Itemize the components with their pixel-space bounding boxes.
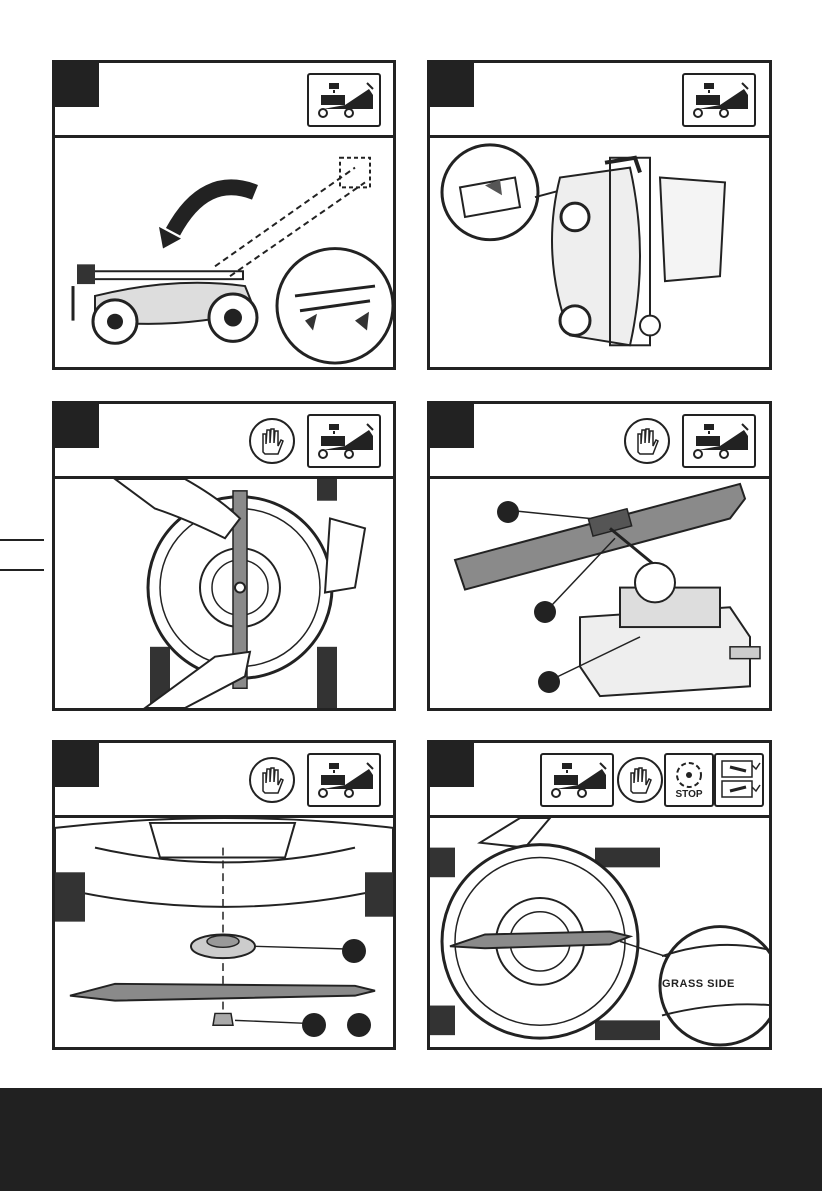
mower-unplug-icon [682,73,756,127]
gloves-icon [624,418,670,464]
callout-dot-2 [534,601,556,623]
callout-dot-2 [302,1013,326,1037]
step-number-box [55,743,99,787]
step-panel-6: STOP GRA [427,740,772,1050]
fold-handle-illustration [55,138,393,367]
stop-label: STOP [666,789,712,800]
blade-removal-illustration [55,479,393,708]
step-number-box [430,63,474,107]
mower-unplug-icon [307,73,381,127]
page-index-line-bottom [0,569,44,571]
step-number-box [430,743,474,787]
blade-balance-illustration [430,479,769,708]
callout-dot-1 [497,501,519,523]
blade-orientation-illustration: GRASS SIDE [430,818,769,1047]
blade-stop-icon: STOP [664,753,714,807]
step-header: STOP [430,743,769,818]
step-header [55,63,393,138]
step-panel-2 [427,60,772,370]
gloves-icon [249,418,295,464]
step-header [430,63,769,138]
step-panel-5 [52,740,396,1050]
step-number-box [430,404,474,448]
step-number-box [55,404,99,448]
gloves-icon [617,757,663,803]
mower-unplug-icon [307,753,381,807]
callout-dot-1 [342,939,366,963]
gloves-icon [249,757,295,803]
step-panel-4 [427,401,772,711]
step-header [55,743,393,818]
step-number-box [55,63,99,107]
page-footer-band [0,1088,822,1191]
blade-assembly-exploded-illustration [55,818,393,1047]
callout-dot-3 [538,671,560,693]
mower-unplug-icon [307,414,381,468]
step-panel-3 [52,401,396,711]
mower-unplug-icon [540,753,614,807]
step-header [55,404,393,479]
step-panel-1 [52,60,396,370]
grass-side-label: GRASS SIDE [662,978,735,990]
page-index-line-top [0,539,44,541]
callout-dot-3 [347,1013,371,1037]
mower-unplug-icon [682,414,756,468]
upright-storage-illustration [430,138,769,367]
step-header [430,404,769,479]
blade-orientation-icon [714,753,764,807]
